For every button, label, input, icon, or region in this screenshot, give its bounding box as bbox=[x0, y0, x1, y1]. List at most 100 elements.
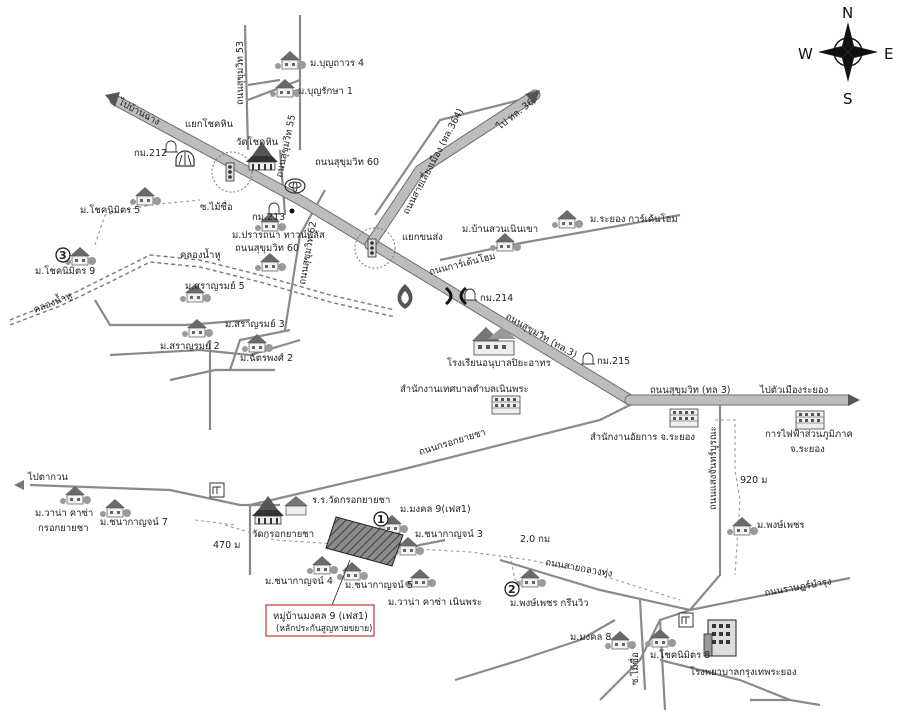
label-m-bunyaworn4: ม.บุญถาวร 4 bbox=[310, 58, 364, 69]
road-label-sukhumvit-53: ถนนสุขุมวิท 53 bbox=[235, 41, 246, 105]
school-icon bbox=[472, 327, 516, 356]
house-icon bbox=[336, 561, 369, 581]
project-plot[interactable] bbox=[325, 516, 404, 567]
label-yaek-chok-hin: แยกโชคหิน bbox=[185, 118, 234, 130]
house-icon bbox=[306, 555, 339, 575]
road-label-sukhumvit-60-top: ถนนสุขุมวิท 60 bbox=[315, 157, 379, 168]
label-yaek-khon-song: แยกขนส่ง bbox=[402, 232, 443, 243]
road-label-soi-mai-sue: ซ.ไม้ซื่อ bbox=[200, 200, 233, 213]
label-m-phongphet-greenview: ม.พงษ์เพชร กรีนวิว bbox=[510, 597, 589, 609]
label-m-bunrak1: ม.บุญรักษา 1 bbox=[298, 86, 353, 97]
interchange-icon bbox=[445, 286, 467, 306]
label-m-sarayrom2: ม.สราญรมย์ 2 bbox=[160, 340, 220, 352]
project-title: หมู่บ้านมงคล 9 (เฟส1) bbox=[273, 611, 368, 622]
numbered-badges: 3 1 2 bbox=[55, 247, 520, 597]
shell-station-icon bbox=[175, 150, 195, 167]
road-label-krok-yai-cha: ถนนกรอกยายชา bbox=[418, 427, 487, 458]
badge-1: 1 bbox=[377, 513, 385, 526]
road-label-soi-mai-sue-bottom: ซ.ไม้ซื่อ bbox=[628, 652, 641, 685]
label-attorney-office: สำนักงานอัยการ จ.ระยอง bbox=[590, 432, 695, 443]
arrow-west-icon bbox=[105, 92, 120, 107]
label-m-mongkol8: ม.มงคล 8 bbox=[570, 632, 611, 643]
road-labels: ไปบ้านฉาง ถนนสุขุมวิท 53 ถนนสุขุมวิท 55 … bbox=[27, 41, 833, 685]
label-dist-470: 470 ม bbox=[213, 540, 240, 551]
label-khlong-nam-hu-2: คลองน้ำหู bbox=[31, 289, 74, 316]
label-pea-office-1: การไฟฟ้าส่วนภูมิภาค bbox=[765, 428, 853, 440]
project-label-box[interactable]: หมู่บ้านมงคล 9 (เฟส1) (หลักประกันสูญหายข… bbox=[265, 604, 375, 637]
project-subtitle: (หลักประกันสูญหายขยาย) bbox=[276, 624, 372, 634]
point-marker-icon bbox=[289, 208, 295, 214]
office-building-icon bbox=[669, 408, 699, 428]
label-dist-2km: 2.0 กม bbox=[520, 534, 550, 545]
traffic-light-icon bbox=[225, 162, 235, 182]
compass-rose: N S W E bbox=[798, 4, 893, 108]
road-label-rat-bamrung: ถนนราษฎร์บำรุง bbox=[763, 575, 832, 599]
label-school-krok-yai-cha: ร.ร.วัดกรอกยายชา bbox=[312, 495, 390, 506]
label-m-ban-suan-noen-khao: ม.บ้านสวนเนินเขา bbox=[462, 224, 538, 235]
label-km215: กม.215 bbox=[597, 356, 630, 367]
label-m-vana-casa-krok-2: กรอกยายชา bbox=[38, 523, 89, 534]
house-icon bbox=[274, 50, 307, 70]
house-icon bbox=[99, 498, 132, 518]
label-m-sarayrom3: ม.สราญรมย์ 3 bbox=[225, 318, 285, 330]
road-label-karden-hom: ถนนการ์เด้นโฮม bbox=[428, 250, 497, 278]
road-label-saeng-chan-rung: ถนนแสงจันทร์บูรณะ bbox=[707, 426, 719, 510]
road-label-sukhumvit-60-mid: ถนนสุขุมวิท 60 bbox=[235, 243, 299, 254]
house-icon bbox=[489, 232, 522, 252]
label-m-chokniti5: ม.โชคนิมิตร 5 bbox=[80, 204, 140, 216]
label-m-sarayrom5: ม.สราญรมย์ 5 bbox=[185, 280, 245, 292]
office-building-icon bbox=[795, 410, 825, 430]
label-m-vana-casa-krok-1: ม.วาน่า คาซ่า bbox=[35, 508, 93, 519]
label-m-chanakan7: ม.ชนากาญจน์ 7 bbox=[100, 516, 168, 528]
place-labels: แยกโชคหิน วัดโชคหิน กม.212 กม.213 กม.214… bbox=[31, 58, 853, 678]
ptt-logo-icon bbox=[397, 284, 413, 309]
house-icon bbox=[59, 485, 92, 505]
label-m-phongphet: ม.พงษ์เพชร bbox=[757, 519, 805, 531]
label-m-rayong-garden-home: ม.ระยอง การ์เด้นโฮม bbox=[590, 213, 678, 225]
house-icon bbox=[241, 333, 274, 353]
house-icon bbox=[644, 628, 677, 648]
arrow-west-small-icon bbox=[14, 480, 24, 490]
label-wat-krok-yai-cha: วัดกรอกยายชา bbox=[252, 529, 314, 540]
road-label-to-rayong-city: ไปตัวเมืองระยอง bbox=[759, 384, 828, 396]
hospital-icon bbox=[703, 619, 737, 657]
label-m-chokniti9: ม.โชคนิมิตร 9 bbox=[35, 265, 95, 277]
label-m-mongkol9-phase1: ม.มงคล 9(เฟส1) bbox=[400, 504, 471, 515]
label-m-vana-casa-noenphra: ม.วาน่า คาซ่า เนินพระ bbox=[388, 597, 482, 608]
label-m-chokniti8: ม.โชคนิมิตร 8 bbox=[650, 649, 710, 661]
compass-e: E bbox=[884, 45, 893, 63]
arrow-northeast-icon bbox=[525, 90, 540, 104]
label-pea-office-2: จ.ระยอง bbox=[790, 444, 825, 455]
icons bbox=[163, 140, 825, 657]
compass-n: N bbox=[842, 4, 853, 22]
arrow-east-icon bbox=[848, 394, 860, 406]
label-km213: กม.213 bbox=[252, 212, 285, 223]
km-marker-icon bbox=[580, 352, 596, 365]
project-callout-line bbox=[329, 559, 351, 611]
canal bbox=[9, 254, 396, 326]
badge-2: 2 bbox=[508, 583, 516, 596]
road-label-bypass-364: ถนนสายเลี่ยงเมือง (ทล.364) bbox=[399, 106, 466, 217]
label-m-chanakan3: ม.ชนากาญจน์ 3 bbox=[415, 528, 483, 540]
house-icon bbox=[181, 318, 214, 338]
label-wat-chok-hin: วัดโชคหิน bbox=[236, 136, 279, 148]
label-khlong-nam-hu-1: คลองน้ำหู bbox=[180, 248, 221, 261]
label-tessaban-office: สำนักงานเทศบาลตำบลเนินพระ bbox=[400, 384, 529, 395]
main-roads bbox=[109, 89, 854, 406]
badge-3: 3 bbox=[59, 249, 67, 262]
gate-icon bbox=[678, 612, 694, 628]
compass-w: W bbox=[798, 45, 813, 63]
label-m-chanakan4: ม.ชนากาญจน์ 4 bbox=[265, 575, 333, 587]
label-m-pratthana: ม.ปรารถนา ทาวน์พลัส bbox=[232, 229, 325, 241]
traffic-light-icon bbox=[367, 238, 377, 258]
temple-icon bbox=[251, 495, 285, 525]
school-flag-icon bbox=[284, 496, 308, 516]
label-school-anuban: โรงเรียนอนุบาลปิยะอาทร bbox=[447, 357, 551, 369]
gate-icon bbox=[209, 482, 225, 498]
junction-circle-khonsong bbox=[354, 227, 396, 269]
road-label-to-ban-chang: ไปบ้านฉาง bbox=[116, 96, 162, 128]
house-icon bbox=[129, 186, 162, 206]
label-km212: กม.212 bbox=[134, 148, 167, 159]
toyota-logo-icon bbox=[284, 178, 306, 194]
